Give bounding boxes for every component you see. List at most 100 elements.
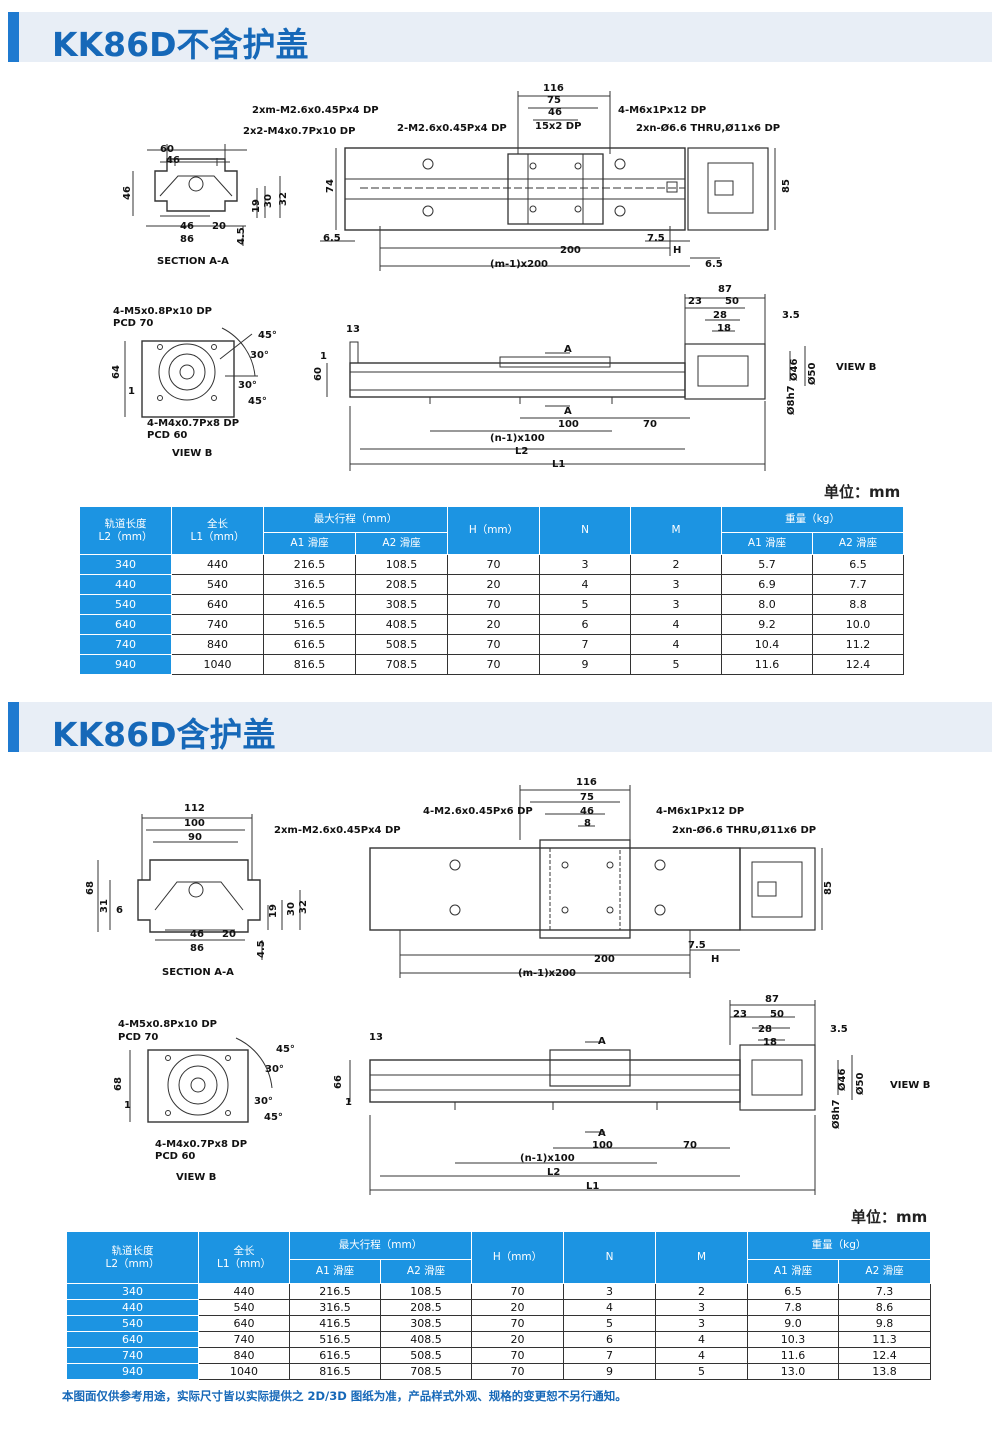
dim-label: 19	[251, 199, 262, 213]
dim-label: 6.5	[705, 259, 723, 270]
dim-label: 45°	[276, 1044, 295, 1055]
dim-label: 28	[713, 310, 727, 321]
table-cell: 70	[447, 634, 540, 655]
header-weight: 重量（kg）	[747, 1231, 931, 1260]
dim-label: 20	[222, 929, 236, 940]
table-cell: 70	[471, 1363, 564, 1380]
table-cell: 740	[66, 1347, 199, 1364]
dim-label: 46	[190, 929, 204, 940]
header-n: N	[539, 506, 631, 555]
drawing-svg: 112 100 90 68 31 6 19 30 32 46 20 86 4.5…	[85, 777, 930, 1195]
dim-label: 45°	[264, 1112, 283, 1123]
table-cell: 9	[563, 1363, 656, 1380]
dim-label: A	[598, 1128, 606, 1139]
table-cell: 6.9	[721, 574, 813, 595]
accent-bar	[8, 702, 19, 752]
table-cell: 13.0	[747, 1363, 839, 1380]
table-cell: 740	[198, 1331, 290, 1348]
header-stroke-a1: A1 滑座	[263, 532, 356, 555]
dim-label: 87	[765, 994, 779, 1005]
dim-label: 46	[122, 186, 133, 200]
table-cell: 708.5	[355, 654, 448, 675]
dim-label: 45°	[258, 330, 277, 341]
dim-label: 7.5	[647, 233, 665, 244]
dim-label: Ø50	[806, 363, 818, 385]
table-cell: 616.5	[263, 634, 356, 655]
dim-label: H	[711, 954, 719, 965]
dim-label: 18	[717, 323, 731, 334]
table-cell: 20	[471, 1331, 564, 1348]
table-cell: 7.3	[838, 1283, 931, 1300]
section-a-a-drawing	[132, 144, 281, 246]
dim-label: 32	[298, 900, 309, 914]
unit-label: 单位：mm	[851, 1208, 928, 1226]
table-cell: 616.5	[289, 1347, 381, 1364]
table-cell: 5.7	[721, 554, 813, 575]
header-stroke-a1: A1 滑座	[289, 1259, 381, 1284]
header-stroke-a2: A2 滑座	[355, 532, 448, 555]
view-b-drawing	[129, 1037, 273, 1123]
dim-label: 30°	[265, 1064, 284, 1075]
table-cell: 316.5	[289, 1299, 381, 1316]
section-header-2: KK86D含护盖	[8, 702, 992, 754]
dim-label: 46	[166, 155, 180, 166]
table-cell: 11.6	[747, 1347, 839, 1364]
dim-label: 1	[320, 351, 327, 362]
header-m: M	[630, 506, 722, 555]
dim-label: L2	[547, 1167, 560, 1178]
dim-label: 50	[725, 296, 739, 307]
table-cell: 11.6	[721, 654, 813, 675]
dim-label: 75	[547, 95, 561, 106]
dim-label: 20	[212, 221, 226, 232]
table-cell: 20	[447, 614, 540, 635]
dim-label: 4.5	[256, 940, 267, 958]
callout: 2xm-M2.6x0.45Px4 DP	[274, 825, 401, 836]
dim-label: 85	[781, 179, 792, 193]
table-cell: 408.5	[380, 1331, 472, 1348]
dim-label: 70	[683, 1140, 697, 1151]
callout: 2xm-M2.6x0.45Px4 DP	[252, 105, 379, 116]
table-cell: 6.5	[747, 1283, 839, 1300]
dim-label: 30°	[254, 1096, 273, 1107]
dim-label: 75	[580, 792, 594, 803]
header-weight-a1: A1 滑座	[747, 1259, 839, 1284]
table-cell: 4	[655, 1347, 748, 1364]
table-cell: 840	[198, 1347, 290, 1364]
table-cell: 1040	[171, 654, 264, 675]
header-n: N	[563, 1231, 656, 1284]
technical-drawing-2: 112 100 90 68 31 6 19 30 32 46 20 86 4.5…	[0, 770, 1000, 1200]
table-cell: 316.5	[263, 574, 356, 595]
table-cell: 508.5	[380, 1347, 472, 1364]
table-cell: 540	[66, 1315, 199, 1332]
callout: PCD 70	[118, 1032, 158, 1043]
table-cell: 216.5	[289, 1283, 381, 1300]
dim-label: H	[673, 245, 681, 256]
dim-label: 18	[763, 1037, 777, 1048]
section-header-1: KK86D不含护盖	[8, 12, 992, 64]
dim-label: 112	[184, 803, 205, 814]
table-cell: 708.5	[380, 1363, 472, 1380]
dim-label: (n-1)x100	[520, 1153, 575, 1164]
dim-label: (m-1)x200	[518, 968, 576, 979]
dim-label: A	[564, 406, 572, 417]
table-cell: 640	[198, 1315, 290, 1332]
header-h: H（mm）	[447, 506, 540, 555]
header-stroke: 最大行程（mm）	[263, 506, 448, 533]
drawing-svg: 60 46 46 30 19 32 46 20 86 4.5 SECTION A…	[111, 83, 876, 471]
table-cell: 7.8	[747, 1299, 839, 1316]
header-weight-a2: A2 滑座	[838, 1259, 931, 1284]
table-cell: 12.4	[812, 654, 904, 675]
table-cell: 70	[471, 1315, 564, 1332]
table-cell: 208.5	[355, 574, 448, 595]
callout: PCD 70	[113, 318, 153, 329]
table-cell: 5	[563, 1315, 656, 1332]
table-cell: 308.5	[380, 1315, 472, 1332]
dim-label: 31	[99, 899, 110, 913]
table-cell: 816.5	[263, 654, 356, 675]
dim-label: 200	[594, 954, 615, 965]
table-cell: 7	[563, 1347, 656, 1364]
